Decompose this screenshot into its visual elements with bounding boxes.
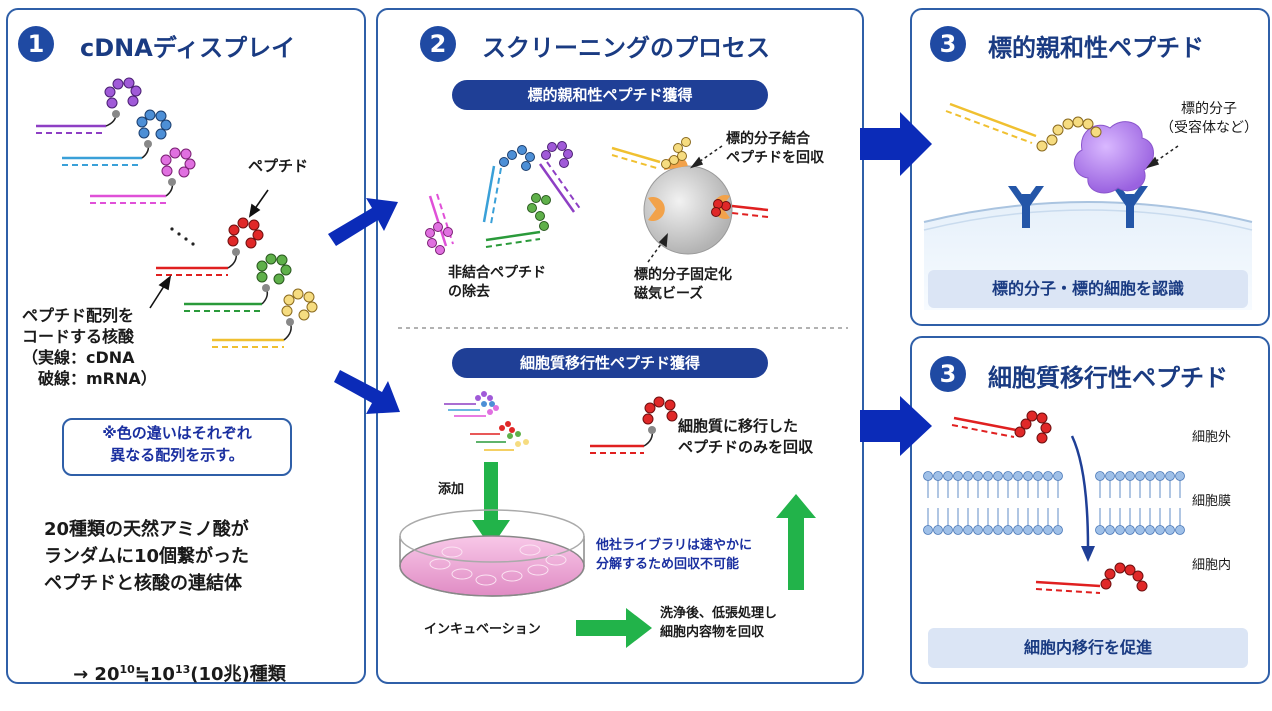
construct-red — [156, 217, 264, 276]
panel2-number: 2 — [420, 26, 456, 62]
panel2-title: スクリーニングのプロセス — [482, 34, 770, 62]
unbound-peptides — [425, 141, 582, 255]
panel-permeable-peptide — [910, 336, 1270, 684]
beads-label: 標的分子固定化 磁気ビーズ — [634, 267, 732, 302]
flow-arrow-icon — [328, 112, 932, 456]
construct-yellow — [212, 288, 318, 348]
incubation-label: インキュベーション — [424, 622, 541, 637]
permeable-pill: 細胞質移行性ペプチド獲得 — [452, 348, 768, 378]
panel3a-title: 標的親和性ペプチド — [988, 34, 1204, 62]
summary-text: 20種類の天然アミノ酸が ランダムに10個繋がった ペプチドと核酸の連結体 — [44, 519, 250, 594]
diagram-graphics — [36, 77, 1253, 648]
affinity-pill: 標的親和性ペプチド獲得 — [452, 80, 768, 110]
peptide-label: ペプチド — [248, 157, 309, 175]
affinity-peptide — [945, 102, 1102, 152]
construct-blue — [62, 109, 172, 166]
culture-dish — [399, 509, 585, 597]
dashed-pointer-arrows — [647, 145, 723, 263]
target-pointer — [1145, 145, 1179, 169]
bound-peptides — [611, 137, 769, 218]
translocation-band: 細胞内移行を促進 — [928, 628, 1248, 668]
target-molecule — [1073, 121, 1154, 194]
only-recover-label: 細胞質に移行した ペプチドのみを回収 — [678, 417, 814, 456]
formula-suffix: (10兆)種類 — [190, 664, 286, 685]
wash-label: 洗浄後、低張処理し 細胞内容物を回収 — [660, 606, 778, 640]
color-note: ※色の違いはそれぞれ 異なる配列を示す。 — [62, 418, 292, 476]
other-library-label: 他社ライブラリは速やかに 分解するため回収不可能 — [596, 538, 753, 572]
formula-mid: ≒10 — [134, 664, 175, 685]
construct-magenta — [90, 147, 196, 204]
membrane-label: 細胞膜 — [1192, 494, 1232, 509]
panel3b-title: 細胞質移行性ペプチド — [988, 364, 1228, 392]
ellipsis-dots — [170, 227, 195, 246]
recover-label: 標的分子結合 ペプチドを回収 — [726, 131, 824, 166]
receptor-icon — [1008, 186, 1148, 228]
formula-exponent-2: 13 — [174, 663, 191, 676]
green-arrows — [472, 462, 816, 648]
inside-peptide — [1035, 562, 1148, 594]
nucleic-acid-label: ペプチド配列を コードする核酸 （実線：cDNA 破線：mRNA） — [22, 306, 157, 388]
construct-green — [184, 253, 292, 312]
lipid-bilayer — [923, 471, 1185, 535]
outside-label: 細胞外 — [1192, 430, 1232, 445]
panel-cdna-display — [6, 8, 366, 684]
diagram-stage: 1 cDNAディスプレイ 2 スクリーニングのプロセス 3 標的親和性ペプチド … — [6, 8, 1270, 685]
translocation-arrow — [1070, 435, 1095, 562]
pointer-arrows-panel1 — [149, 189, 269, 309]
formula-exponent-1: 10 — [119, 663, 135, 676]
target-label: 標的分子 （受容体など） — [1160, 101, 1258, 136]
inside-label: 細胞内 — [1192, 558, 1232, 573]
construct-purple — [36, 77, 142, 134]
panel3b-number: 3 — [930, 356, 966, 392]
small-library-icon — [444, 391, 529, 451]
recovered-peptide — [590, 396, 678, 454]
add-label: 添加 — [438, 482, 465, 497]
panel1-title: cDNAディスプレイ — [80, 34, 296, 62]
panel1-number: 1 — [18, 26, 54, 62]
outside-peptide — [951, 410, 1052, 444]
combinations-formula: → 2010≒1013(10兆)種類 — [48, 634, 286, 711]
formula-prefix: → 20 — [73, 664, 120, 685]
recognition-band: 標的分子・標的細胞を認識 — [928, 270, 1248, 308]
unbound-label: 非結合ペプチド の除去 — [448, 265, 546, 300]
panel3a-number: 3 — [930, 26, 966, 62]
